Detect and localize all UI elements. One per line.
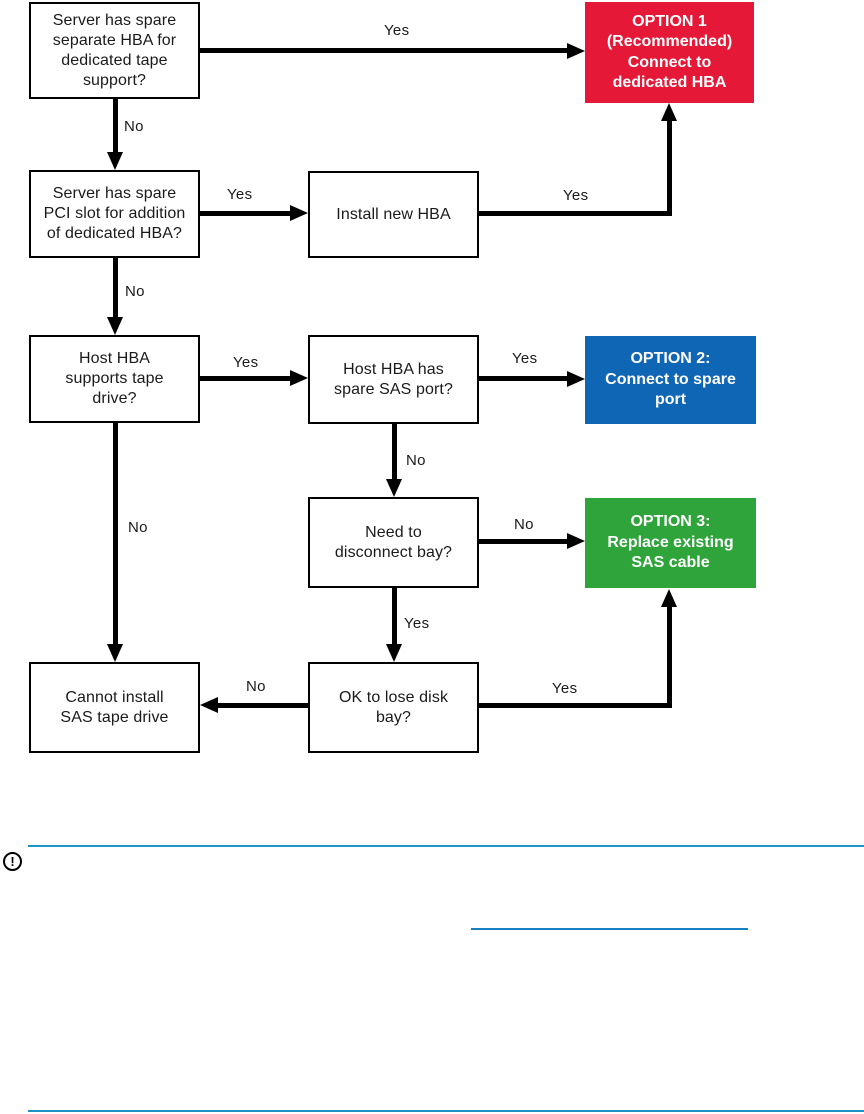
arrowhead-q3-to-cannot	[107, 644, 123, 662]
arrowhead-install-to-opt1	[661, 103, 677, 121]
option3-box: OPTION 3: Replace existing SAS cable	[585, 498, 756, 588]
arrowhead-q1-to-q2	[107, 152, 123, 170]
connector-q3-to-q4	[200, 376, 292, 381]
connector-q6-to-opt3-h	[479, 703, 672, 708]
connector-q2-to-q3	[113, 258, 118, 318]
hyperlink-underline[interactable]	[471, 928, 748, 930]
edge-label-q4-no: No	[406, 452, 426, 469]
arrowhead-q5-to-opt3	[567, 533, 585, 549]
terminal-box-cannot-install: Cannot install SAS tape drive	[29, 662, 200, 753]
arrowhead-q3-to-q4	[290, 370, 308, 386]
edge-label-q3-yes: Yes	[233, 354, 259, 371]
arrowhead-q4-to-q5	[386, 479, 402, 497]
edge-label-q6-no: No	[246, 678, 266, 695]
arrowhead-q6-to-opt3	[661, 589, 677, 607]
arrowhead-q5-to-q6	[386, 644, 402, 662]
edge-label-q3-no: No	[128, 519, 148, 536]
arrowhead-q4-to-opt2	[567, 371, 585, 387]
decision-box-spare-sas-port: Host HBA has spare SAS port?	[308, 335, 479, 424]
footer-rule	[28, 1110, 864, 1112]
arrowhead-q6-to-cannot	[200, 697, 218, 713]
arrowhead-q2-to-q3	[107, 317, 123, 335]
decision-box-spare-dedicated-hba: Server has spare separate HBA for dedica…	[29, 2, 200, 99]
connector-q1-to-opt1	[200, 48, 570, 53]
option1-box: OPTION 1 (Recommended) Connect to dedica…	[585, 2, 754, 103]
important-icon: !	[3, 852, 22, 871]
edge-label-q4-yes: Yes	[512, 350, 538, 367]
connector-q4-to-opt2	[479, 376, 569, 381]
decision-box-hba-supports-tape: Host HBA supports tape drive?	[29, 335, 200, 423]
option2-box: OPTION 2: Connect to spare port	[585, 336, 756, 424]
notice-top-rule	[28, 845, 864, 847]
edge-label-q6-yes: Yes	[552, 680, 578, 697]
connector-q3-to-cannot	[113, 423, 118, 646]
decision-box-ok-lose-disk-bay: OK to lose disk bay?	[308, 662, 479, 753]
important-icon-glyph: !	[10, 854, 15, 869]
connector-q1-to-q2	[113, 99, 118, 154]
decision-box-spare-pci-slot: Server has spare PCI slot for addition o…	[29, 170, 200, 258]
edge-label-q1-yes: Yes	[384, 22, 410, 39]
decision-box-need-disconnect-bay: Need to disconnect bay?	[308, 497, 479, 588]
connector-q6-to-opt3-v	[667, 605, 672, 708]
connector-q6-to-cannot	[216, 703, 308, 708]
process-box-install-new-hba: Install new HBA	[308, 171, 479, 258]
connector-q4-to-q5	[392, 424, 397, 482]
edge-label-q5-no: No	[514, 516, 534, 533]
arrowhead-q1-to-opt1	[567, 43, 585, 59]
edge-label-q5-yes: Yes	[404, 615, 430, 632]
edge-label-install-yes: Yes	[563, 187, 589, 204]
connector-q5-to-opt3	[479, 539, 569, 544]
connector-q2-to-install	[200, 211, 292, 216]
connector-install-to-opt1-v	[667, 119, 672, 216]
edge-label-q2-no: No	[125, 283, 145, 300]
edge-label-q1-no: No	[124, 118, 144, 135]
edge-label-q2-yes: Yes	[227, 186, 253, 203]
connector-install-to-opt1-h	[479, 211, 672, 216]
arrowhead-q2-to-install	[290, 205, 308, 221]
connector-q5-to-q6	[392, 588, 397, 646]
